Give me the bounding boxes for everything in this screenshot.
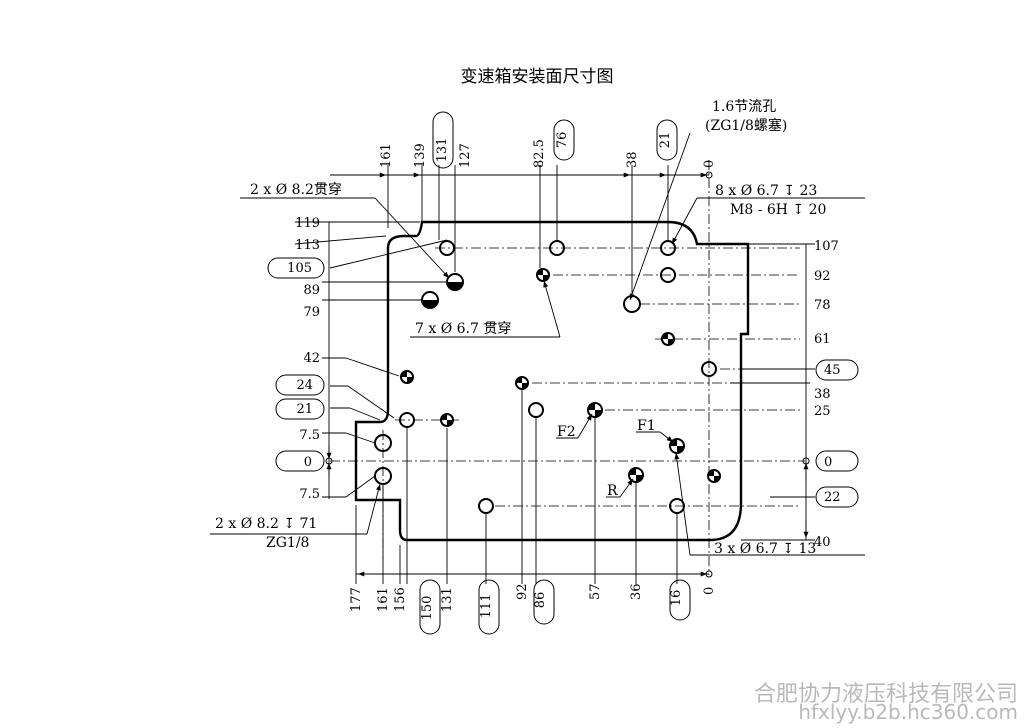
frame-76 [553, 119, 575, 161]
dim-0-top: 0 [702, 160, 717, 168]
dim-0-left: 0 [304, 455, 312, 470]
leaders [210, 132, 865, 556]
watermark-company: 合肥协力液压科技有限公司 [753, 682, 1018, 707]
dim-61: 61 [814, 332, 831, 347]
left-labels: 119 113 105 89 79 42 24 21 7.5 0 7.5 [287, 216, 320, 502]
watermark-url: hfxlyy.b2b.hc360.com [798, 700, 1018, 724]
hole [439, 240, 455, 256]
dim-0-right: 0 [824, 455, 832, 470]
hole [399, 412, 415, 428]
label-f2: F2 [557, 424, 576, 440]
hole [528, 402, 544, 418]
holes [374, 240, 717, 514]
bottom-dimensions [355, 390, 709, 584]
note-thru-6-7: 7 x Ø 6.7 贯穿 [415, 321, 511, 337]
label-f1: F1 [637, 418, 656, 434]
dim-78: 78 [814, 298, 831, 313]
dim-38: 38 [814, 387, 831, 402]
frame-21 [656, 119, 678, 161]
top-labels: 161 139 131 127 82.5 76 38 21 0 [379, 132, 717, 168]
hole [701, 361, 717, 377]
dim-7-5-top: 7.5 [299, 428, 320, 443]
frame-111 [478, 579, 500, 635]
right-labels: 107 92 78 61 45 38 25 0 22 40 [814, 239, 841, 550]
frame-86 [533, 579, 555, 625]
frame-0-left [275, 450, 325, 472]
note-holes-8: 8 x Ø 6.7 ↧ 23 [715, 183, 817, 199]
top-dimensions [330, 165, 709, 296]
dim-7-5-bottom: 7.5 [299, 487, 320, 502]
dim-139: 139 [413, 143, 428, 168]
label-r: R [607, 483, 618, 499]
dim-131: 131 [440, 587, 455, 612]
dim-92: 92 [515, 583, 530, 600]
dim-25: 25 [814, 404, 831, 419]
dim-21: 21 [296, 402, 313, 417]
dim-156: 156 [393, 587, 408, 612]
frame-21-left [275, 398, 325, 420]
frame-150 [419, 579, 441, 635]
dim-22: 22 [824, 490, 841, 505]
frame-22 [815, 486, 859, 508]
dim-40: 40 [814, 535, 831, 550]
dim-38: 38 [625, 151, 640, 168]
note-thread-m8: M8 - 6H ↧ 20 [730, 202, 826, 218]
dim-0-bottom: 0 [702, 587, 717, 595]
dim-76: 76 [555, 132, 570, 149]
drawing-title: 变速箱安装面尺寸图 [461, 67, 614, 87]
note-holes-bottom-2: ZG1/8 [266, 535, 309, 551]
dim-86: 86 [533, 592, 548, 609]
dim-177: 177 [349, 587, 364, 612]
frame-24 [275, 374, 325, 396]
frame-131 [432, 111, 454, 169]
dim-161: 161 [379, 143, 394, 168]
dim-113: 113 [295, 238, 320, 253]
dim-24: 24 [296, 378, 313, 393]
hole [660, 240, 676, 256]
note-drain-1: 1.6节流孔 [712, 99, 776, 115]
ports [400, 268, 721, 483]
note-holes-bottom-1: 2 x Ø 8.2 ↧ 71 [215, 516, 317, 532]
frame-0-right [815, 450, 859, 472]
dim-105: 105 [287, 261, 312, 276]
dim-107: 107 [814, 239, 839, 254]
frame-105 [267, 257, 325, 279]
dim-42: 42 [303, 351, 320, 366]
dim-79: 79 [303, 305, 320, 320]
notes: 1.6节流孔 (ZG1/8螺塞) 2 x Ø 8.2贯穿 8 x Ø 6.7 ↧… [215, 99, 826, 557]
dim-111: 111 [479, 594, 494, 619]
hole [623, 295, 641, 313]
dim-127: 127 [458, 143, 473, 168]
dim-36: 36 [629, 583, 644, 600]
plate-outline [354, 220, 750, 542]
left-dimensions [294, 221, 448, 499]
frame-45 [815, 359, 859, 381]
dim-119: 119 [295, 216, 320, 231]
dim-57: 57 [588, 583, 603, 600]
note-holes-3: 3 x Ø 6.7 ↧ 13 [714, 541, 816, 557]
hole [478, 498, 494, 514]
hole [660, 267, 676, 283]
hole [669, 498, 685, 514]
dim-45: 45 [824, 363, 841, 378]
dim-21: 21 [658, 132, 673, 149]
dim-92: 92 [814, 269, 831, 284]
bottom-labels: 177 161 156 150 131 111 92 86 57 36 16 0 [349, 583, 717, 620]
dim-82-5: 82.5 [532, 139, 547, 168]
frame-16 [669, 579, 691, 621]
dim-161: 161 [376, 587, 391, 612]
dim-150: 150 [420, 596, 435, 621]
dim-89: 89 [303, 283, 320, 298]
hole [549, 240, 565, 256]
right-dimensions [697, 243, 815, 541]
dim-131: 131 [435, 138, 450, 163]
dim-16: 16 [669, 590, 684, 607]
note-thru-8-2: 2 x Ø 8.2贯穿 [250, 182, 342, 198]
note-drain-2: (ZG1/8螺塞) [705, 117, 787, 134]
